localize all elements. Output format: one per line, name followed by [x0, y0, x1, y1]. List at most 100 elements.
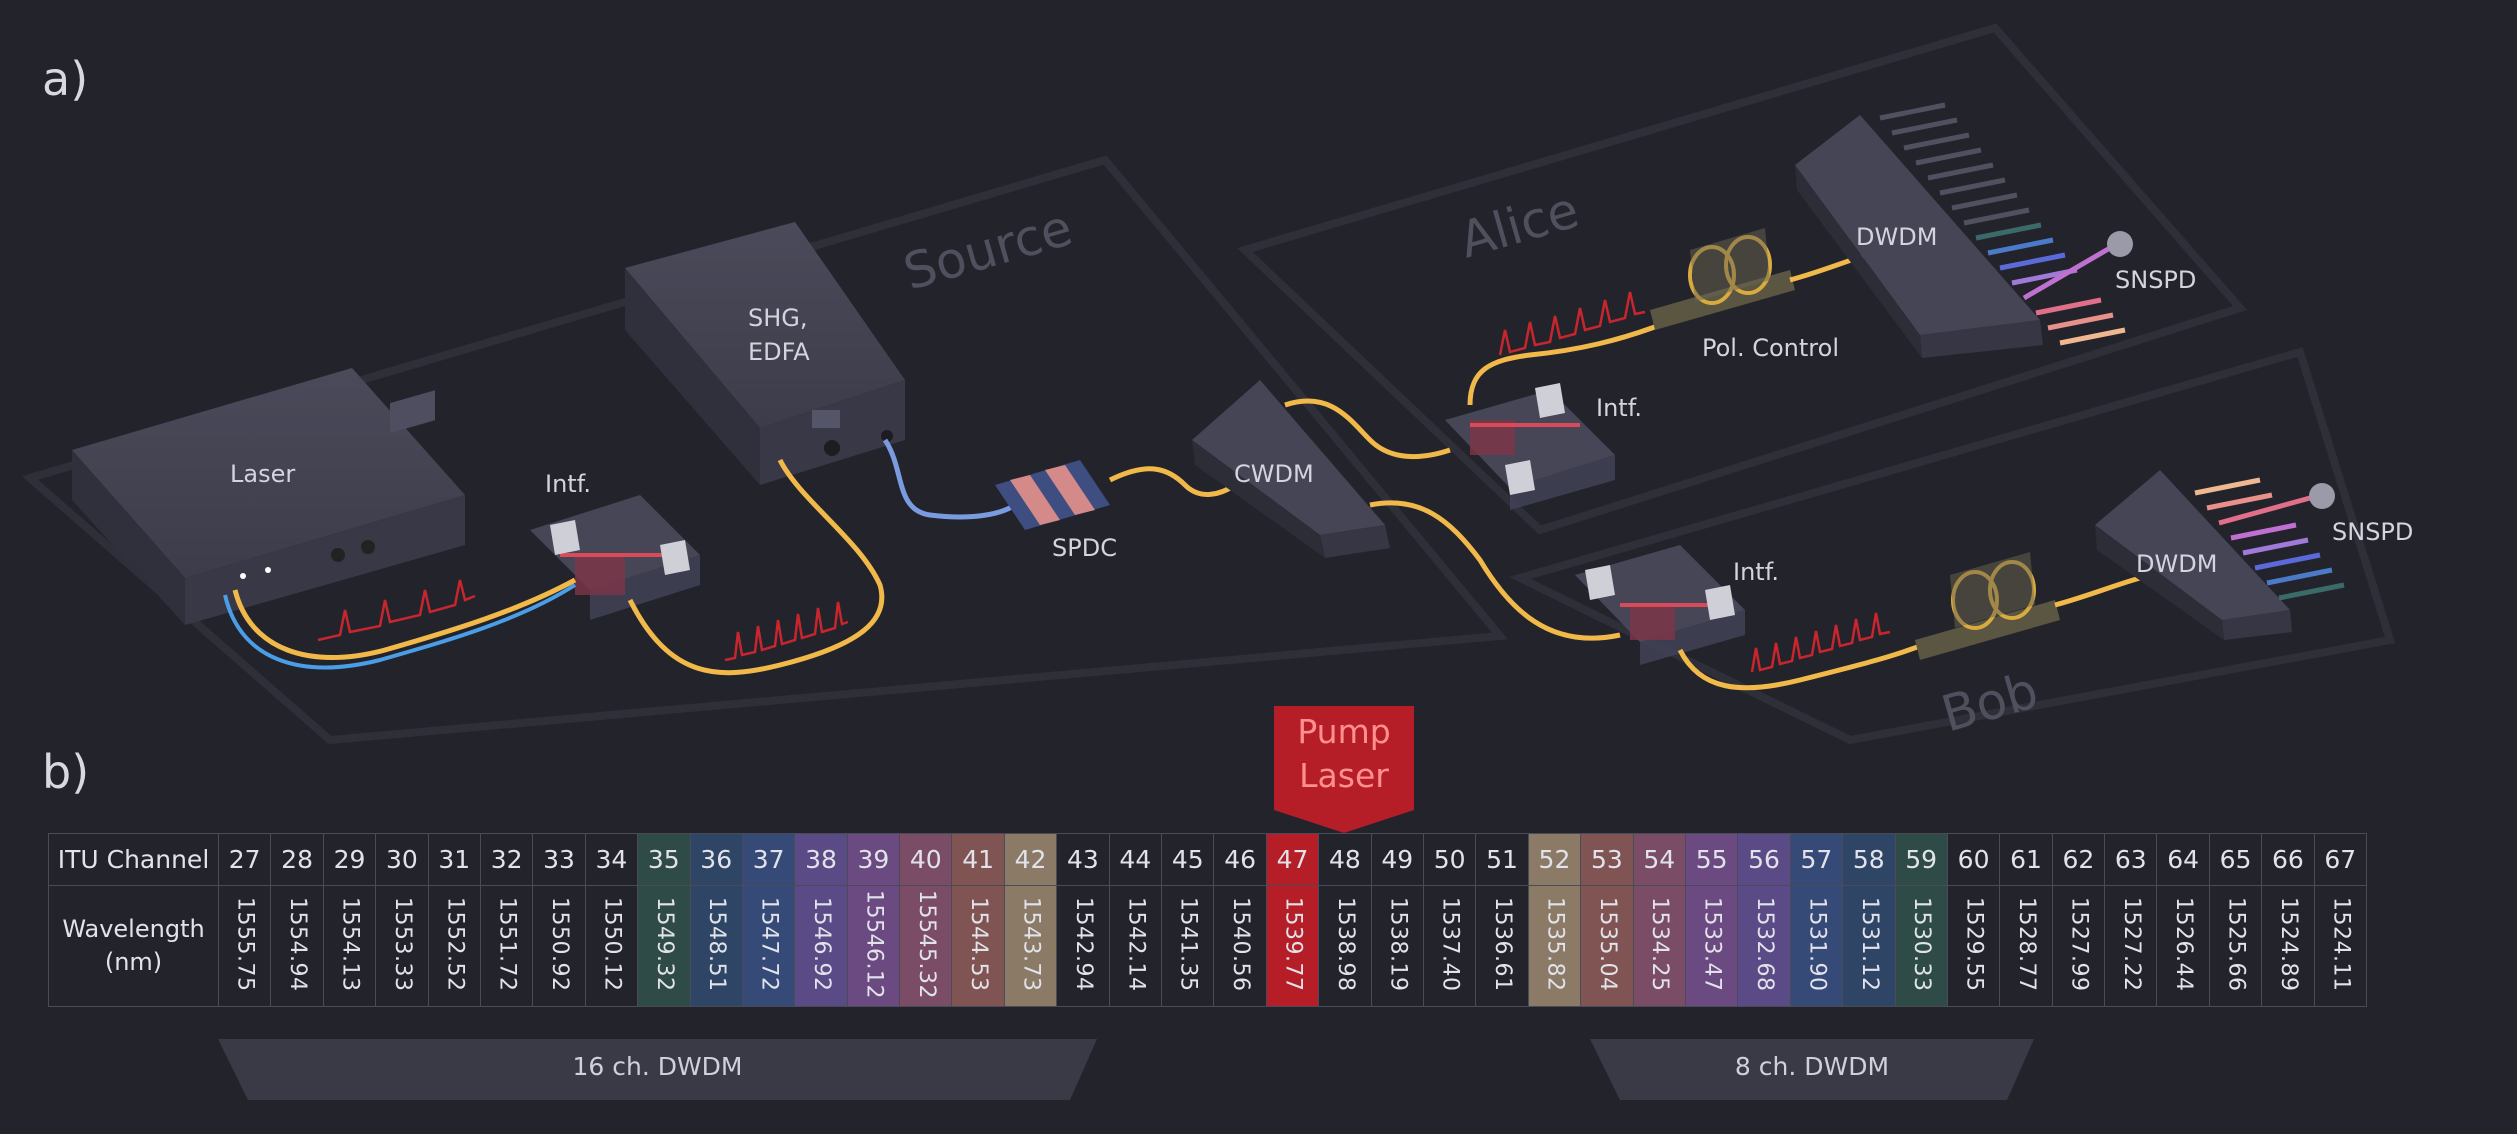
- wavelength-value: 1526.44: [2172, 897, 2194, 991]
- channel-cell: 58: [1843, 834, 1895, 886]
- wavelength-value: 1549.32: [653, 897, 675, 991]
- pol-control-bob: [1915, 552, 2060, 660]
- snspd-alice-detector: [2107, 231, 2133, 257]
- wavelength-cell: 1552.52: [428, 886, 480, 1007]
- panel-a-label: a): [42, 52, 88, 106]
- spdc-crystal: [995, 460, 1110, 530]
- wavelength-value: 1554.94: [286, 897, 308, 991]
- laser-label: Laser: [230, 460, 295, 488]
- wavelength-value: 1531.12: [1858, 897, 1880, 991]
- pol-control-label: Pol. Control: [1702, 334, 1839, 362]
- wavelength-value: 1535.82: [1543, 897, 1565, 991]
- wavelength-cell: 1542.94: [1057, 886, 1109, 1007]
- wavelength-cell: 1535.04: [1581, 886, 1633, 1007]
- channel-cell: 53: [1581, 834, 1633, 886]
- wavelength-value: 1539.77: [1282, 897, 1304, 991]
- wavelength-cell: 1527.99: [2052, 886, 2104, 1007]
- wavelength-value: 1542.94: [1072, 897, 1094, 991]
- wavelength-cell: 1529.55: [1947, 886, 1999, 1007]
- channel-cell: 63: [2105, 834, 2157, 886]
- wavelength-cell: 1548.51: [690, 886, 742, 1007]
- channel-cell: 39: [847, 834, 899, 886]
- wavelength-value: 1554.13: [338, 897, 360, 991]
- wavelength-cell: 1536.61: [1476, 886, 1528, 1007]
- wavelength-cell: 1550.92: [533, 886, 585, 1007]
- laser-box: [72, 368, 465, 625]
- channel-cell: 65: [2209, 834, 2261, 886]
- channel-cell: 45: [1162, 834, 1214, 886]
- pump-laser-text: Pump Laser: [1274, 710, 1414, 798]
- wavelength-value: 1531.90: [1805, 897, 1827, 991]
- channel-cell: 67: [2314, 834, 2366, 886]
- wavelength-cell: 1525.66: [2209, 886, 2261, 1007]
- wavelength-value: 1540.56: [1229, 897, 1251, 991]
- wavelength-value: 1534.25: [1648, 897, 1670, 991]
- channel-cell: 32: [480, 834, 532, 886]
- fiber-pol-dwdm-bob: [2055, 578, 2140, 605]
- channel-cell: 47: [1266, 834, 1318, 886]
- channel-cell: 33: [533, 834, 585, 886]
- wavelength-cell: 1553.33: [376, 886, 428, 1007]
- wavelength-value: 1538.98: [1334, 897, 1356, 991]
- wavelength-cell: 1542.14: [1109, 886, 1161, 1007]
- wavelength-cell: 1540.56: [1214, 886, 1266, 1007]
- wavelength-value: 1548.51: [705, 897, 727, 991]
- wavelength-value: 15545.32: [915, 890, 937, 999]
- intf-source-box: [530, 495, 700, 620]
- wavelength-cell: 1541.35: [1162, 886, 1214, 1007]
- wavelength-value: 1547.72: [758, 897, 780, 991]
- intf-alice-label: Intf.: [1596, 394, 1642, 422]
- wavelength-cell: 1543.73: [1004, 886, 1056, 1007]
- wavelength-value: 1529.55: [1963, 897, 1985, 991]
- wavelength-cell: 1524.89: [2262, 886, 2314, 1007]
- wavelength-cell: 1555.75: [219, 886, 271, 1007]
- wavelength-cell: 1526.44: [2157, 886, 2209, 1007]
- wavelength-cell: 15545.32: [900, 886, 952, 1007]
- channel-cell: 59: [1895, 834, 1947, 886]
- wavelength-cell: 1551.72: [480, 886, 532, 1007]
- channel-cell: 62: [2052, 834, 2104, 886]
- channel-cell: 43: [1057, 834, 1109, 886]
- spdc-label: SPDC: [1052, 534, 1117, 562]
- channel-cell: 42: [1004, 834, 1056, 886]
- wavelength-value: 1530.33: [1910, 897, 1932, 991]
- intf-bob-box: [1575, 545, 1745, 665]
- wavelength-value: 1528.77: [2015, 897, 2037, 991]
- wavelength-value: 1524.89: [2277, 897, 2299, 991]
- wavelength-cell: 1537.40: [1423, 886, 1475, 1007]
- channel-cell: 30: [376, 834, 428, 886]
- wavelength-value: 1555.75: [234, 897, 256, 991]
- wavelength-value: 1525.66: [2225, 897, 2247, 991]
- channel-cell: 48: [1319, 834, 1371, 886]
- fiber-blue-shg: [885, 440, 1015, 517]
- wavelength-value: 1550.92: [548, 897, 570, 991]
- channel-cell: 52: [1528, 834, 1580, 886]
- snspd-bob-label: SNSPD: [2332, 518, 2413, 546]
- channel-cell: 37: [742, 834, 794, 886]
- cwdm-label: CWDM: [1234, 460, 1314, 488]
- wavelength-value: 1527.99: [2067, 897, 2089, 991]
- wavelength-cell: 1534.25: [1633, 886, 1685, 1007]
- wavelength-cell: 1546.92: [795, 886, 847, 1007]
- wavelength-value: 1544.53: [967, 897, 989, 991]
- channel-cell: 55: [1685, 834, 1737, 886]
- wavelength-cell: 1544.53: [952, 886, 1004, 1007]
- channel-cell: 36: [690, 834, 742, 886]
- channel-cell: 29: [323, 834, 375, 886]
- wavelength-value: 1524.11: [2329, 897, 2351, 991]
- wavelength-header-line1: Wavelength: [49, 913, 218, 946]
- channel-cell: 60: [1947, 834, 1999, 886]
- wavelength-value: 1542.14: [1124, 897, 1146, 991]
- wavelength-value: 1543.73: [1020, 897, 1042, 991]
- channel-cell: 31: [428, 834, 480, 886]
- wavelength-value: 15546.12: [862, 890, 884, 999]
- dwdm8-label: 8 ch. DWDM: [1590, 1052, 2034, 1081]
- wavelength-value: 1536.61: [1491, 897, 1513, 991]
- channel-cell: 51: [1476, 834, 1528, 886]
- channel-cell: 50: [1423, 834, 1475, 886]
- wavelength-cell: 1531.12: [1843, 886, 1895, 1007]
- wavelength-value: 1535.04: [1596, 897, 1618, 991]
- channel-cell: 64: [2157, 834, 2209, 886]
- channel-row: ITU Channel 2728293031323334353637383940…: [49, 834, 2367, 886]
